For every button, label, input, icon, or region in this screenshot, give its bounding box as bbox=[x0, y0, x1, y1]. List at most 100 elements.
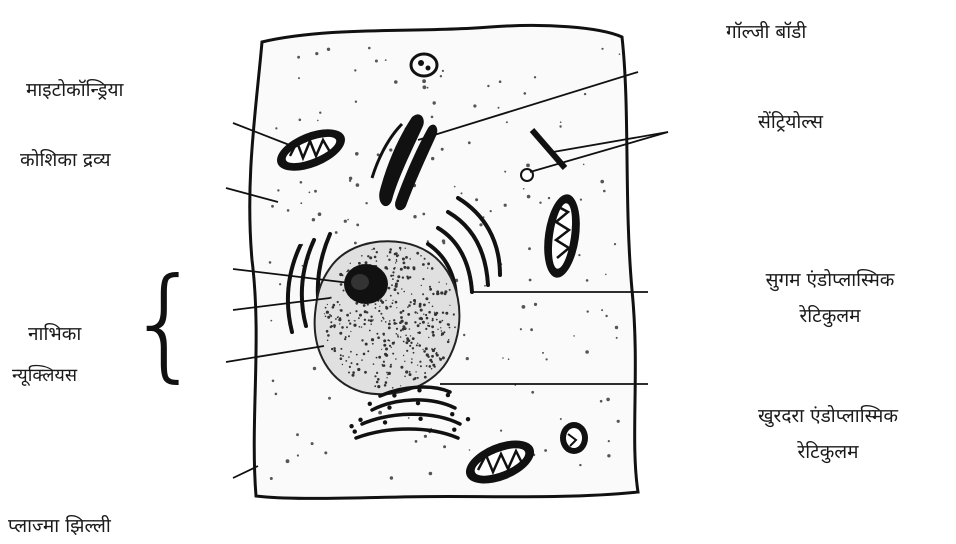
chromatin-dot bbox=[340, 284, 342, 286]
cytoplasm-dot bbox=[484, 285, 486, 287]
chromatin-dot bbox=[377, 378, 380, 381]
chromatin-dot bbox=[337, 301, 339, 303]
cytoplasm-dot bbox=[579, 464, 581, 466]
chromatin-dot bbox=[389, 345, 391, 347]
cytoplasm-dot bbox=[441, 148, 444, 151]
chromatin-dot bbox=[340, 354, 342, 356]
chromatin-dot bbox=[411, 358, 413, 360]
chromatin-dot bbox=[389, 320, 391, 322]
cytoplasm-dot bbox=[344, 220, 347, 223]
chromatin-dot bbox=[384, 384, 387, 387]
chromatin-dot bbox=[373, 363, 375, 365]
cytoplasm-dot bbox=[429, 472, 433, 476]
label-smooth-er-line2: रेटिकुलम bbox=[730, 304, 930, 328]
chromatin-dot bbox=[343, 290, 345, 292]
chromatin-dot bbox=[412, 266, 415, 269]
ribosome bbox=[417, 388, 421, 392]
chromatin-dot bbox=[346, 314, 349, 317]
ribosome bbox=[349, 424, 353, 428]
chromatin-dot bbox=[441, 330, 442, 331]
cytoplasm-dot bbox=[528, 247, 531, 250]
chromatin-dot bbox=[402, 310, 404, 312]
chromatin-dot bbox=[429, 286, 431, 288]
chromatin-dot bbox=[385, 381, 388, 384]
chromatin-dot bbox=[400, 336, 402, 338]
chromatin-dot bbox=[383, 318, 385, 320]
chromatin-dot bbox=[327, 316, 330, 319]
chromatin-dot bbox=[432, 318, 434, 320]
chromatin-dot bbox=[410, 301, 412, 303]
chromatin-dot bbox=[414, 301, 416, 303]
chromatin-dot bbox=[346, 326, 348, 328]
chromatin-dot bbox=[350, 312, 352, 314]
cytoplasm-dot bbox=[600, 400, 603, 403]
chromatin-dot bbox=[342, 364, 343, 365]
cytoplasm-dot bbox=[463, 334, 465, 336]
chromatin-dot bbox=[375, 303, 377, 305]
cytoplasm-dot bbox=[544, 449, 547, 452]
chromatin-dot bbox=[372, 249, 373, 250]
cytoplasm-dot bbox=[466, 357, 469, 360]
chromatin-dot bbox=[390, 275, 392, 277]
chromatin-dot bbox=[399, 321, 402, 324]
cytoplasm-dot bbox=[531, 391, 534, 394]
chromatin-dot bbox=[403, 291, 405, 293]
chromatin-dot bbox=[333, 347, 334, 348]
chromatin-dot bbox=[409, 258, 411, 260]
cytoplasm-dot bbox=[427, 87, 429, 89]
chromatin-dot bbox=[400, 247, 402, 249]
cytoplasm-dot bbox=[415, 440, 418, 443]
chromatin-dot bbox=[342, 355, 344, 357]
chromatin-dot bbox=[393, 319, 395, 321]
cytoplasm-dot bbox=[534, 303, 537, 306]
chromatin-dot bbox=[392, 302, 394, 304]
chromatin-dot bbox=[418, 331, 421, 334]
label-centrioles: सेंट्रियोल्स bbox=[758, 110, 823, 134]
cytoplasm-dot bbox=[271, 205, 274, 208]
cytoplasm-dot bbox=[296, 433, 299, 436]
cytoplasm-dot bbox=[527, 195, 531, 199]
chromatin-dot bbox=[437, 329, 438, 330]
chromatin-dot bbox=[376, 251, 378, 253]
chromatin-dot bbox=[388, 259, 390, 261]
chromatin-dot bbox=[406, 337, 409, 340]
chromatin-dot bbox=[400, 385, 401, 386]
ribosome bbox=[416, 401, 420, 405]
chromatin-dot bbox=[405, 256, 408, 259]
cytoplasm-dot bbox=[375, 60, 378, 63]
chromatin-dot bbox=[403, 262, 406, 265]
chromatin-dot bbox=[407, 313, 410, 316]
chromatin-dot bbox=[423, 304, 426, 307]
chromatin-dot bbox=[427, 262, 430, 265]
chromatin-dot bbox=[348, 320, 350, 322]
chromatin-dot bbox=[370, 323, 372, 325]
chromatin-dot bbox=[388, 323, 391, 326]
chromatin-dot bbox=[449, 305, 450, 306]
chromatin-dot bbox=[334, 350, 337, 353]
cytoplasm-dot bbox=[498, 107, 500, 109]
cytoplasm-dot bbox=[314, 190, 317, 193]
cytoplasm-dot bbox=[315, 52, 318, 55]
ribosome bbox=[387, 405, 391, 409]
chromatin-dot bbox=[428, 325, 430, 327]
chromatin-dot bbox=[350, 351, 352, 353]
chromatin-dot bbox=[359, 326, 361, 328]
chromatin-dot bbox=[390, 365, 392, 367]
chromatin-dot bbox=[383, 339, 386, 342]
chromatin-dot bbox=[392, 342, 395, 345]
label-rough-er-line1: खुरदरा एंडोप्लास्मिक bbox=[718, 404, 938, 428]
chromatin-dot bbox=[388, 372, 391, 375]
ribosome bbox=[392, 393, 396, 397]
chromatin-dot bbox=[414, 321, 416, 323]
chromatin-dot bbox=[422, 321, 425, 324]
chromatin-dot bbox=[434, 348, 436, 350]
mitochondrion bbox=[560, 422, 588, 454]
cytoplasm-dot bbox=[614, 243, 616, 245]
chromatin-dot bbox=[339, 323, 340, 324]
cytoplasm-dot bbox=[583, 164, 585, 166]
cytoplasm-dot bbox=[378, 411, 382, 415]
chromatin-dot bbox=[447, 341, 450, 344]
cytoplasm-dot bbox=[542, 352, 544, 354]
chromatin-dot bbox=[381, 349, 382, 350]
chromatin-dot bbox=[436, 354, 439, 357]
